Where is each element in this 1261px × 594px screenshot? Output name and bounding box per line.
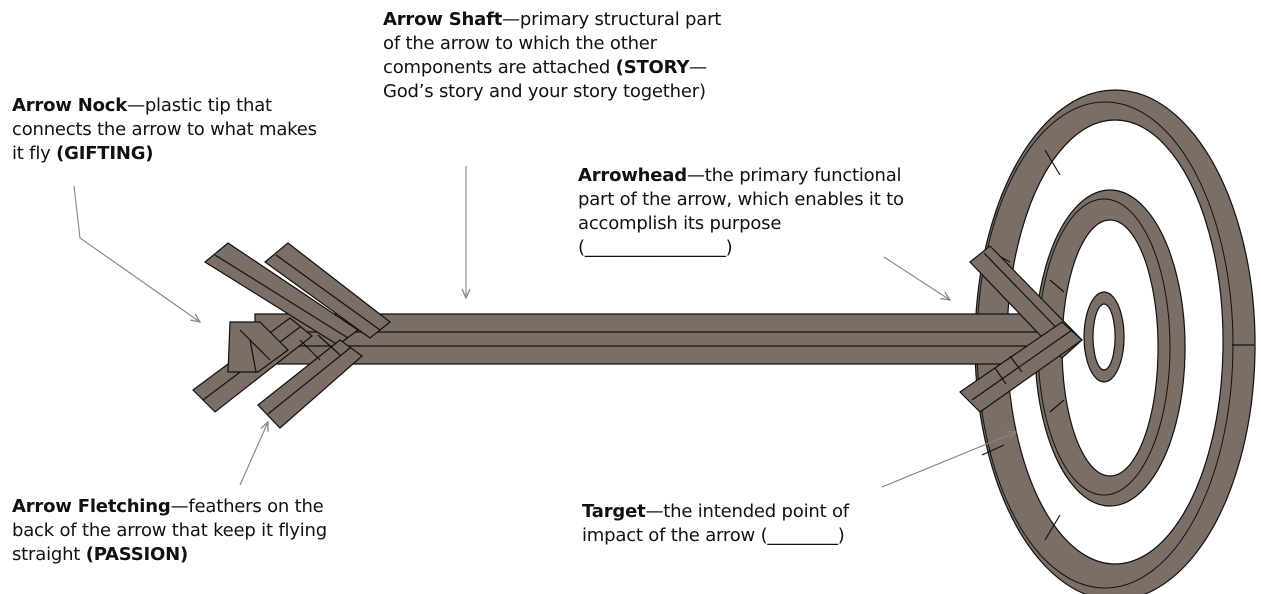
- head-leader: [883, 256, 950, 300]
- arrow-fletching: [192, 242, 391, 429]
- callout-arrow-shaft: Arrow Shaft—primary structural part of t…: [383, 8, 728, 104]
- ring-segment-line: [1044, 149, 1061, 176]
- nock-term: Arrow Nock: [12, 95, 128, 116]
- head-desc: —the primary functional part of the arro…: [578, 165, 904, 258]
- ring-segment-line: [1049, 399, 1065, 413]
- shaft-desc: —primary structural part of the arrow to…: [383, 9, 722, 78]
- ring-segment-line: [1049, 279, 1065, 293]
- target-middle-ring: [1034, 189, 1186, 507]
- callout-arrow-fletching: Arrow Fletching—feathers on the back of …: [12, 495, 362, 567]
- nock-desc: —plastic tip that connects the arrow to …: [12, 95, 317, 164]
- head-term: Arrowhead: [578, 165, 687, 186]
- shaft-tag-word: STORY: [623, 57, 690, 78]
- fletching-leader: [239, 422, 268, 486]
- shaft-tag-open: (: [615, 57, 624, 78]
- nock-tag: (GIFTING): [56, 143, 154, 164]
- fletching-tag: (PASSION): [85, 544, 189, 565]
- callout-target: Target—the intended point of impact of t…: [582, 500, 872, 548]
- shaft-tag-rest: —God’s story and your story together): [383, 57, 707, 102]
- ring-segment-line: [981, 444, 1005, 456]
- target-leader: [881, 432, 1016, 488]
- ring-segment-line: [1044, 514, 1061, 541]
- callout-arrowhead: Arrowhead—the primary functional part of…: [578, 164, 928, 260]
- fletching-term: Arrow Fletching: [12, 496, 171, 517]
- fletching-desc: —feathers on the back of the arrow that …: [12, 496, 327, 565]
- target-desc: —the intended point of impact of the arr…: [582, 501, 849, 546]
- target-inner-ring: [1083, 291, 1125, 383]
- arrowhead: [959, 245, 1083, 413]
- target-term: Target: [582, 501, 646, 522]
- nock-leader: [73, 185, 200, 322]
- leader-lines: [73, 166, 1016, 488]
- shaft-term: Arrow Shaft: [383, 9, 503, 30]
- callout-arrow-nock: Arrow Nock—plastic tip that connects the…: [12, 94, 322, 166]
- target-outer-ring: [974, 89, 1256, 594]
